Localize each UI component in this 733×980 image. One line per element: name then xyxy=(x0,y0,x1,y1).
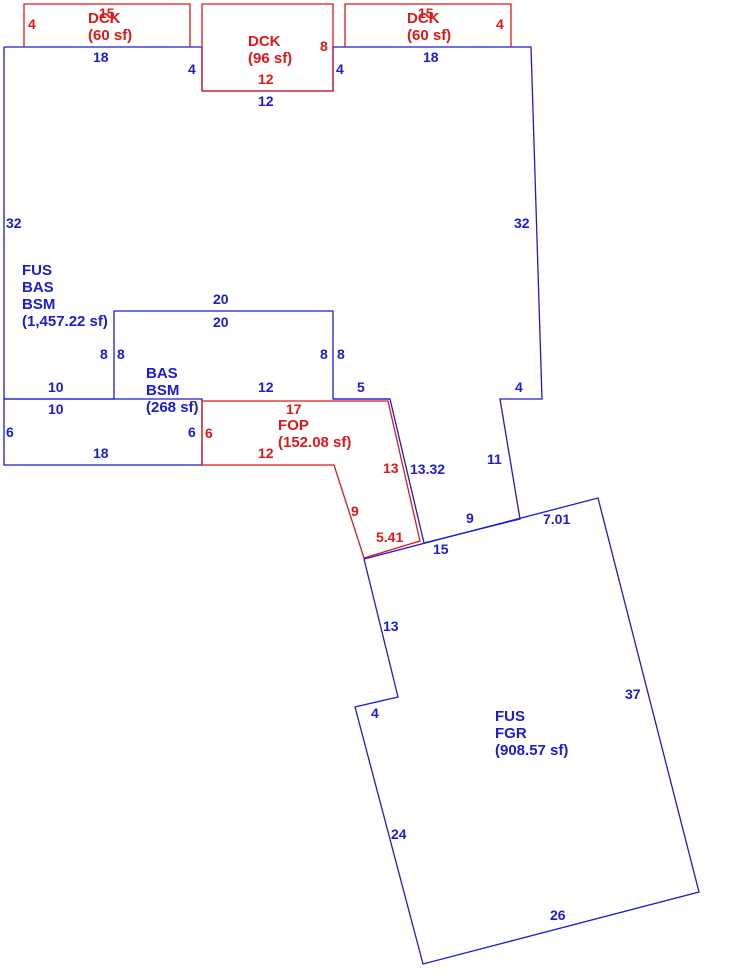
lower-wing-label: BAS BSM (268 sf) xyxy=(146,365,199,416)
dim-right-side: 32 xyxy=(514,215,530,231)
dim-inner-left-outer: 8 xyxy=(100,346,108,362)
dim-porch-tip: 5.41 xyxy=(376,529,403,545)
main-house-outline xyxy=(3,46,543,544)
deck-left-label: DCK (60 sf) xyxy=(88,10,132,44)
deck-right-outline xyxy=(344,3,512,47)
dim-porch-top: 17 xyxy=(286,401,302,417)
dim-inner-right-outer: 8 xyxy=(320,346,328,362)
dim-ledge-lower: 10 xyxy=(48,401,64,417)
dim-notch-right: 4 xyxy=(336,61,344,77)
dim-porch-diag: 9 xyxy=(351,503,359,519)
dim-porch-left: 6 xyxy=(205,425,213,441)
dim-inner-top-outer: 20 xyxy=(213,291,229,307)
dim-inner-right-inner: 8 xyxy=(337,346,345,362)
dim-top-right: 18 xyxy=(423,49,439,65)
dim-deck-center-bottom: 12 xyxy=(258,71,274,87)
deck-left-outline xyxy=(23,3,191,47)
dim-garage-bottom: 26 xyxy=(550,907,566,923)
garage-outline xyxy=(354,497,700,965)
dim-step-right: 5 xyxy=(357,379,365,395)
deck-right-label: DCK (60 sf) xyxy=(407,10,451,44)
deck-center-outline xyxy=(201,3,334,92)
porch-label: FOP (152.08 sf) xyxy=(278,417,351,451)
dim-deck-right-top: 15 xyxy=(418,5,434,21)
dim-wing-right: 6 xyxy=(188,424,196,440)
dim-top-left: 18 xyxy=(93,49,109,65)
main-house-label: FUS BAS BSM (1,457.22 sf) xyxy=(22,262,108,330)
dim-inner-top-inner: 20 xyxy=(213,314,229,330)
dim-deck-left-side: 4 xyxy=(28,16,36,32)
dim-deck-center-side: 8 xyxy=(320,38,328,54)
dim-diag-long: 13.32 xyxy=(410,461,445,477)
dim-deck-left-top: 15 xyxy=(99,5,115,21)
dim-porch-right: 13 xyxy=(383,460,399,476)
dim-garage-top: 7.01 xyxy=(543,511,570,527)
dim-junction-short: 9 xyxy=(466,510,474,526)
dim-inner-left-inner: 8 xyxy=(117,346,125,362)
dim-garage-left-upper: 13 xyxy=(383,618,399,634)
dim-garage-left-lower: 24 xyxy=(391,826,407,842)
dim-right-step: 4 xyxy=(515,379,523,395)
dim-ledge-upper: 10 xyxy=(48,379,64,395)
deck-center-label: DCK (96 sf) xyxy=(248,33,292,67)
dim-notch-bottom: 12 xyxy=(258,93,274,109)
dim-inner-bottom: 12 xyxy=(258,379,274,395)
dim-notch-left: 4 xyxy=(188,61,196,77)
dim-wing-bottom: 18 xyxy=(93,445,109,461)
dim-slant-right: 11 xyxy=(487,451,502,467)
dim-porch-bottom: 12 xyxy=(258,445,274,461)
garage-label: FUS FGR (908.57 sf) xyxy=(495,708,568,759)
dim-garage-notch: 4 xyxy=(371,705,379,721)
dim-deck-right-side: 4 xyxy=(496,16,504,32)
dim-junction-long: 15 xyxy=(433,541,449,557)
porch-outline xyxy=(201,400,421,559)
dim-left-side: 32 xyxy=(6,215,22,231)
dim-garage-right: 37 xyxy=(625,686,641,702)
dim-wing-left: 6 xyxy=(6,424,14,440)
